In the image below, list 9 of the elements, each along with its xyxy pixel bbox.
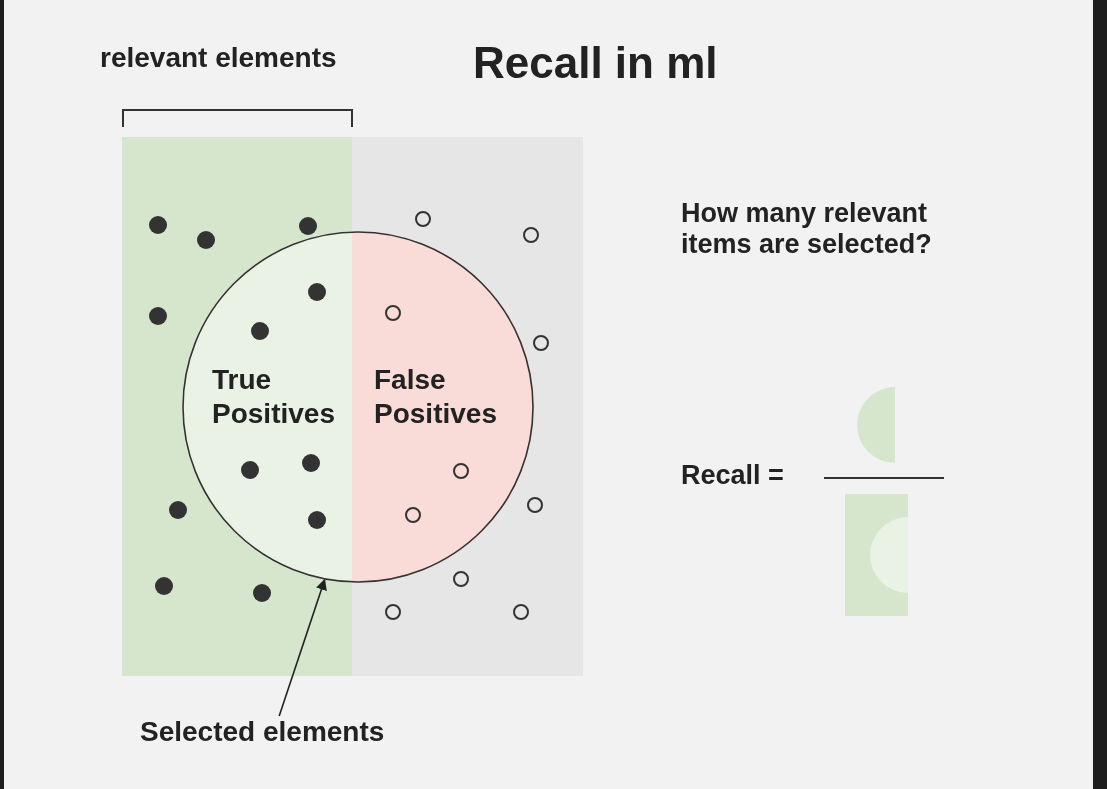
title: Recall in ml [473, 38, 718, 89]
question-text: How many relevant items are selected? [681, 198, 933, 261]
leader-line [278, 578, 327, 717]
caption: Selected elements [140, 716, 430, 752]
region-label: True Positives [212, 363, 336, 431]
region-label: False Positives [374, 363, 498, 431]
bracket-label: relevant elements [100, 42, 337, 75]
selected-elements-circle [182, 231, 534, 583]
formula-text: Recall = [681, 460, 784, 492]
